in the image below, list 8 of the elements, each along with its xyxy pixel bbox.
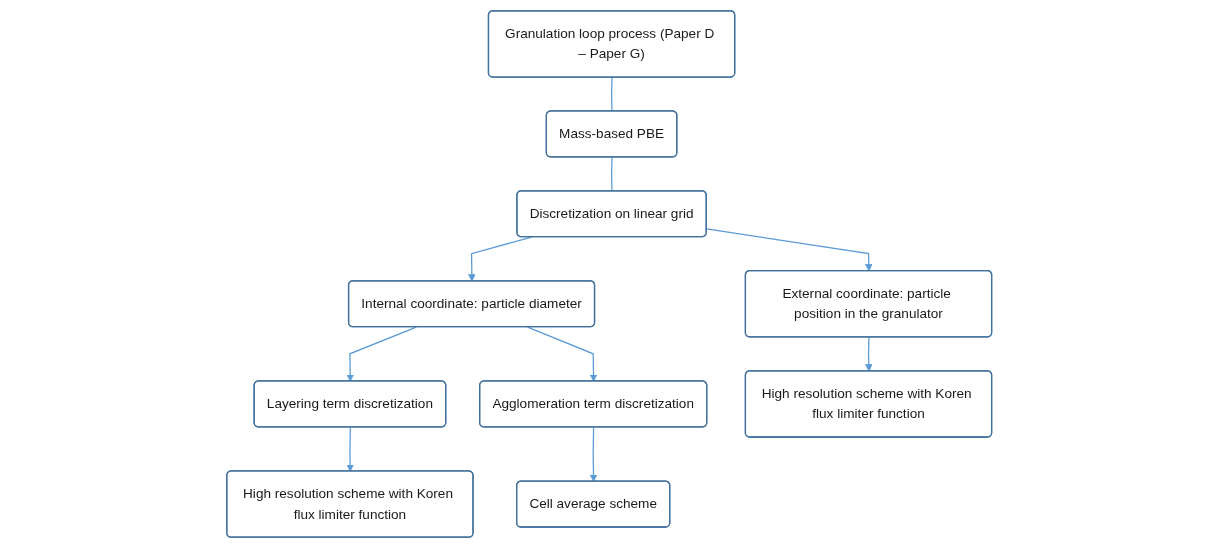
arrow: [706, 228, 873, 272]
arrow: [590, 426, 598, 482]
arrow: [865, 336, 873, 372]
arrow: [346, 326, 418, 382]
arrow: [527, 326, 598, 382]
arrow: [346, 426, 355, 472]
connector: [611, 156, 613, 192]
arrow: [468, 236, 533, 282]
